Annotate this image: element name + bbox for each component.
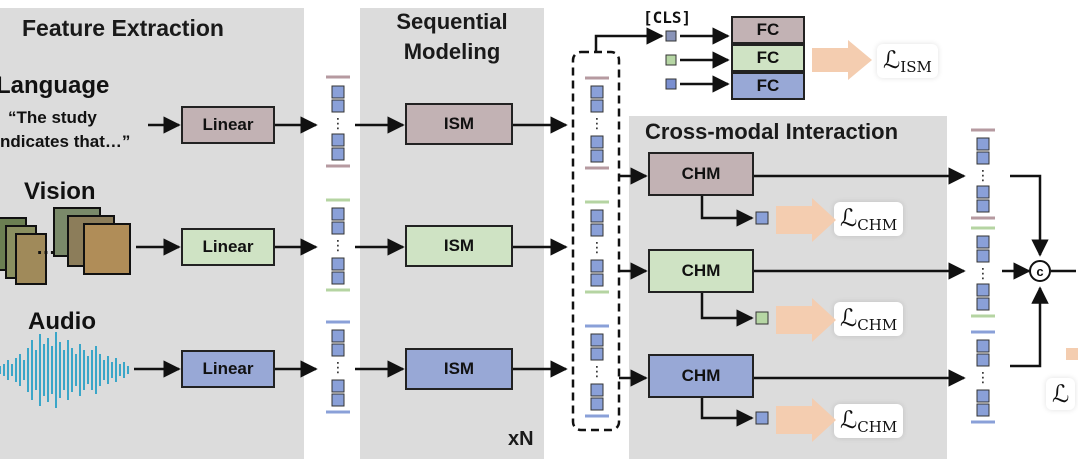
language-quote-line1: “The study bbox=[8, 108, 97, 127]
sequential-modeling-title-line1: Sequential bbox=[396, 9, 508, 34]
svg-text:⋮: ⋮ bbox=[590, 115, 604, 131]
feature-extraction-title: Feature Extraction bbox=[22, 15, 224, 41]
svg-text:⋮: ⋮ bbox=[331, 237, 345, 253]
token-column-output-language: ⋮ bbox=[971, 128, 995, 220]
token-column-ism-audio: ⋮ bbox=[585, 324, 609, 418]
token-column-linear-audio: ⋮ bbox=[326, 320, 350, 414]
loss-chm-symbol: ℒ bbox=[840, 304, 858, 332]
concat-symbol: c bbox=[1036, 264, 1043, 279]
svg-text:⋮: ⋮ bbox=[331, 115, 345, 131]
chm-audio-box: CHM bbox=[648, 354, 754, 398]
audio-label: Audio bbox=[28, 308, 96, 335]
linear-audio-box: Linear bbox=[181, 350, 275, 388]
audio-waveform-icon bbox=[0, 332, 129, 408]
loss-ism-subscript: ISM bbox=[900, 58, 932, 76]
loss-chm-subscript: CHM bbox=[857, 316, 898, 334]
linear-vision-box: Linear bbox=[181, 228, 275, 266]
token-column-ism-language: ⋮ bbox=[585, 76, 609, 170]
token-column-linear-language: ⋮ bbox=[326, 75, 350, 168]
language-quote-line2: ndicates that…” bbox=[0, 132, 131, 151]
fc-language-box: FC bbox=[731, 16, 805, 44]
fc-audio-box: FC bbox=[731, 72, 805, 100]
vision-frames-ellipsis: … bbox=[36, 237, 56, 259]
loss-ism-symbol: ℒ bbox=[883, 46, 901, 74]
loss-chm-subscript: CHM bbox=[857, 418, 898, 436]
loss-chm-symbol: ℒ bbox=[840, 204, 858, 232]
chm-vision-box: CHM bbox=[648, 249, 754, 293]
ism-audio-box: ISM bbox=[405, 348, 513, 390]
concat-icon bbox=[1029, 260, 1051, 282]
token-column-output-audio: ⋮ bbox=[971, 330, 995, 424]
ism-vision-box: ISM bbox=[405, 225, 513, 267]
ism-language-box: ISM bbox=[405, 103, 513, 145]
repeat-label: xN bbox=[508, 428, 534, 450]
loss-chm-audio-label: ℒCHM bbox=[834, 404, 904, 438]
cross-modal-title: Cross-modal Interaction bbox=[645, 119, 899, 144]
svg-text:⋮: ⋮ bbox=[976, 265, 990, 281]
svg-text:⋮: ⋮ bbox=[590, 239, 604, 255]
loss-partial-label: ℒ bbox=[1046, 378, 1076, 410]
video-frames-icon bbox=[0, 207, 131, 285]
token-column-output-vision: ⋮ bbox=[971, 226, 995, 318]
loss-ism-label: ℒISM bbox=[877, 44, 938, 78]
token-column-linear-vision: ⋮ bbox=[326, 198, 350, 292]
loss-chm-language-label: ℒCHM bbox=[834, 202, 904, 236]
loss-chm-subscript: CHM bbox=[857, 216, 898, 234]
loss-chm-vision-label: ℒCHM bbox=[834, 302, 904, 336]
svg-text:⋮: ⋮ bbox=[590, 363, 604, 379]
sequential-modeling-title-line2: Modeling bbox=[403, 39, 501, 64]
token-column-ism-vision: ⋮ bbox=[585, 200, 609, 294]
loss-ism-arrow bbox=[812, 40, 872, 80]
fc-vision-box: FC bbox=[731, 44, 805, 72]
chm-language-box: CHM bbox=[648, 152, 754, 196]
linear-language-box: Linear bbox=[181, 106, 275, 144]
svg-text:⋮: ⋮ bbox=[976, 369, 990, 385]
cls-token-label: [CLS] bbox=[643, 8, 692, 27]
svg-text:⋮: ⋮ bbox=[331, 359, 345, 375]
svg-text:⋮: ⋮ bbox=[976, 167, 990, 183]
vision-label: Vision bbox=[24, 178, 96, 205]
loss-chm-symbol: ℒ bbox=[840, 406, 858, 434]
language-label: Language bbox=[0, 72, 110, 99]
